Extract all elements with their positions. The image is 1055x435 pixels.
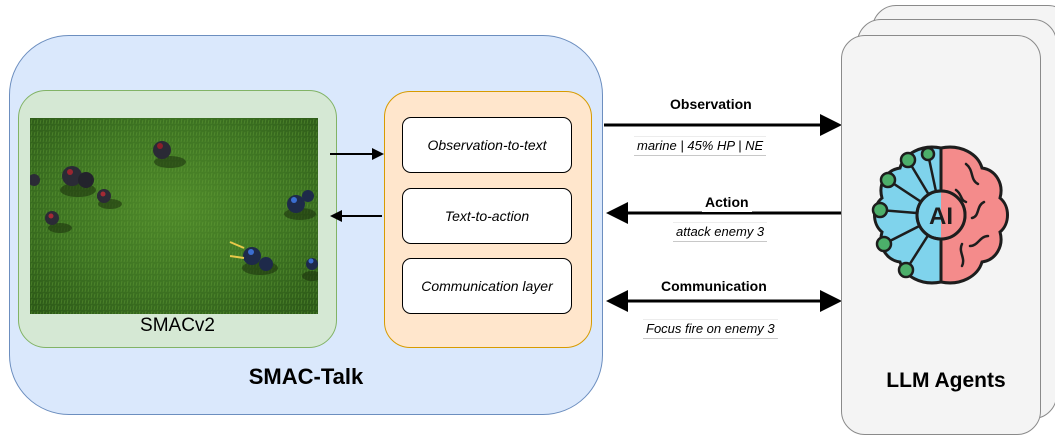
- action-example: attack enemy 3: [673, 222, 768, 242]
- action-label: Action: [702, 193, 752, 212]
- communication-layer-module: Communication layer: [402, 258, 572, 314]
- observation-to-text-module: Observation-to-text: [402, 117, 572, 173]
- communication-example: Focus fire on enemy 3: [643, 319, 778, 339]
- ai-brain-icon: AI: [871, 145, 1009, 285]
- svg-text:AI: AI: [929, 203, 953, 230]
- smac-talk-title: SMAC-Talk: [248, 364, 364, 389]
- environment-interface-arrows: [330, 148, 384, 222]
- text-to-action-module: Text-to-action: [402, 188, 572, 244]
- observation-example: marine | 45% HP | NE: [634, 136, 767, 156]
- observation-label: Observation: [667, 95, 755, 114]
- channel-arrows: [604, 114, 842, 312]
- communication-label: Communication: [658, 277, 770, 296]
- smacv2-game-screenshot: [30, 118, 318, 314]
- llm-agents-label: LLM Agents: [886, 369, 1006, 392]
- smacv2-label: SMACv2: [140, 315, 215, 336]
